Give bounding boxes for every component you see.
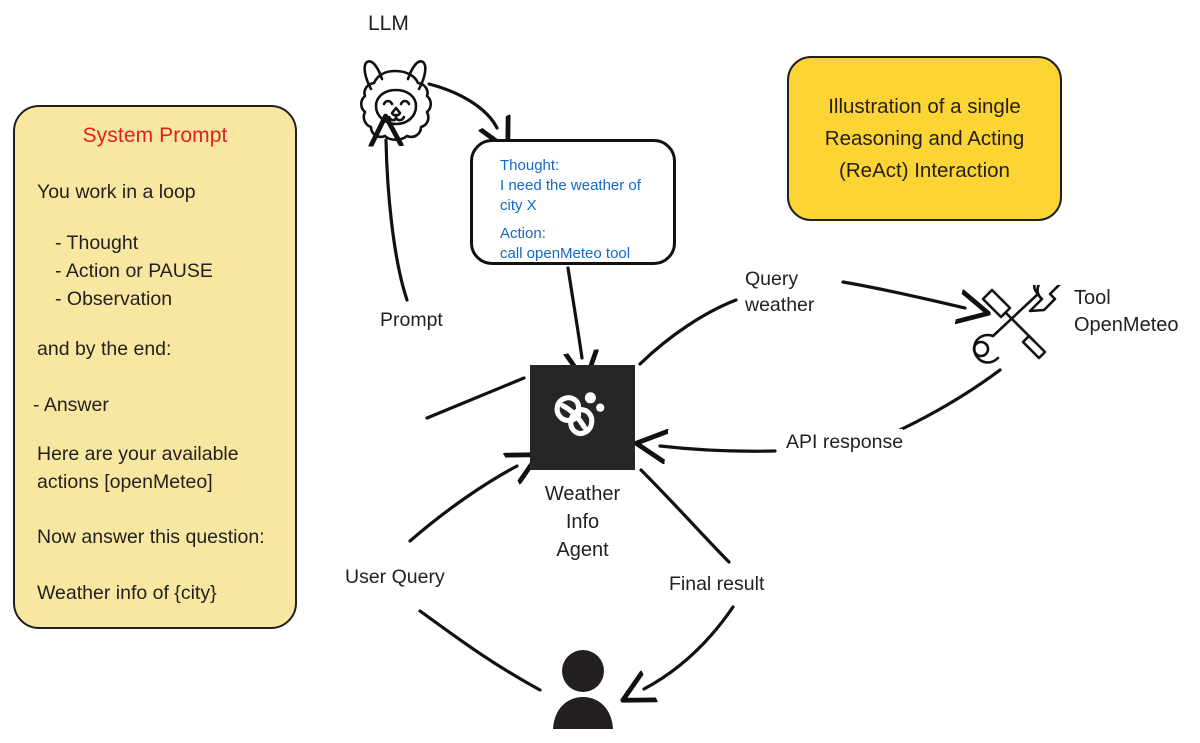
edge-final-label-to-user [644,605,735,689]
edge-agent-to-query-label [638,298,738,366]
system-prompt-line-4: and by the end: [37,338,172,360]
tools-icon [972,285,1061,364]
agent-label: Weather Info Agent [544,483,621,561]
edge-agent-to-prompt-label [425,376,526,420]
thought-action-bubble: Thought: I need the weather of city X Ac… [470,139,676,265]
system-prompt-line-0: You work in a loop [37,181,196,203]
thought-line-1: I need the weather of [500,177,641,194]
edge-label-user-query: User Query [345,564,445,590]
edge-api-label-to-agent [660,446,777,451]
system-prompt-line-9: Weather info of {city} [37,582,217,604]
agent-node [530,365,635,470]
edge-thought-to-agent [568,266,582,358]
user-icon [553,650,613,729]
agent-logo-icon [554,392,605,436]
legend-text: Illustration of a single Reasoning and A… [824,94,1025,182]
edge-label-prompt: Prompt [380,307,443,333]
system-prompt-line-7: actions [openMeteo] [37,471,213,493]
llm-label: LLM [368,12,409,35]
edge-label-query-weather: Query weather [745,266,815,318]
system-prompt-line-8: Now answer this question: [37,526,265,548]
system-prompt-line-2: - Action or PAUSE [55,260,213,282]
action-line-1: call openMeteo tool [500,245,631,262]
action-label: Action: [500,225,546,242]
edge-label-api-response: API response [786,429,904,455]
system-prompt-line-3: - Observation [55,288,173,310]
system-prompt-line-5: - Answer [33,394,109,416]
edge-userquery-label-to-agent [408,466,517,543]
edge-query-label-to-tool [841,280,965,308]
tool-label: Tool OpenMeteo [1074,287,1179,336]
thought-label: Thought: [500,157,560,174]
edge-user-to-userquery-label [418,609,542,692]
system-prompt-title: System Prompt [82,124,228,147]
system-prompt-line-6: Here are your available [37,443,239,465]
edge-label-final-result: Final result [669,571,765,597]
llama-icon [359,60,433,142]
legend-card: Illustration of a single Reasoning and A… [787,56,1062,221]
thought-line-2: city X [500,197,537,214]
system-prompt-line-1: - Thought [55,232,139,254]
system-prompt-card: System Prompt You work in a loop - Thoug… [13,105,297,629]
edge-prompt-label-to-llm [386,140,409,302]
